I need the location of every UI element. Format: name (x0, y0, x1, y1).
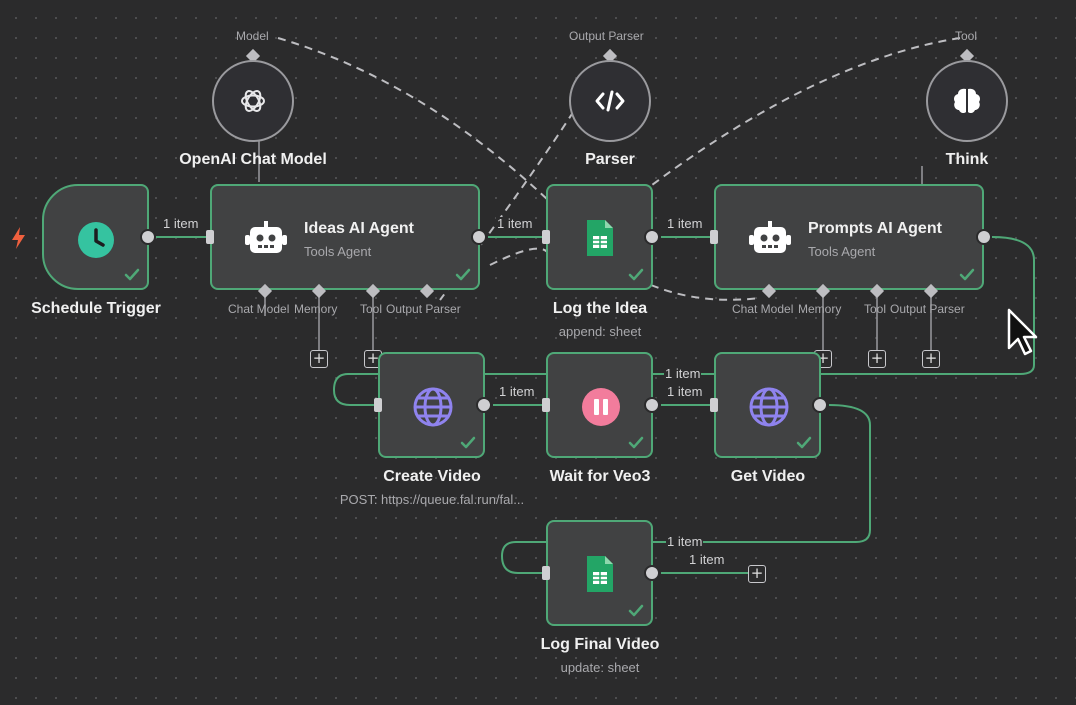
openai-chat-model-node[interactable] (212, 60, 294, 142)
ideas-port-tool: Tool (360, 302, 383, 316)
ideas-add-memory-button[interactable]: + (310, 350, 328, 368)
log-final-input-port[interactable] (542, 566, 550, 580)
success-check-icon (796, 436, 812, 449)
create-video-node[interactable] (378, 352, 485, 458)
create-video-sub: POST: https://queue.fal.run/fal... (339, 492, 525, 507)
get-video-node[interactable] (714, 352, 821, 458)
log-idea-input-port[interactable] (542, 230, 550, 244)
parser-top-label: Output Parser (569, 29, 644, 43)
ideas-port-chat-model: Chat Model (228, 302, 290, 316)
edge-label: 1 item (498, 384, 536, 399)
think-top-label: Tool (955, 29, 978, 43)
get-video-output-port[interactable] (812, 397, 828, 413)
dashed-log-idea-lower (650, 284, 761, 301)
schedule-trigger-label: Schedule Trigger (31, 300, 161, 317)
ideas-agent-output-port[interactable] (471, 229, 487, 245)
globe-icon (412, 386, 454, 428)
wait-output-port[interactable] (644, 397, 660, 413)
ideas-port-memory: Memory (294, 302, 338, 316)
openai-chat-model-label: OpenAI Chat Model (179, 151, 327, 168)
wait-for-veo3-label: Wait for Veo3 (549, 468, 651, 485)
wait-for-veo3-node[interactable] (546, 352, 653, 458)
pause-icon (581, 387, 621, 427)
log-idea-output-port[interactable] (644, 229, 660, 245)
success-check-icon (455, 268, 471, 281)
clock-icon (76, 220, 116, 260)
success-check-icon (460, 436, 476, 449)
success-check-icon (628, 604, 644, 617)
dashed-think-to-log-idea (651, 37, 961, 186)
ideas-port-output-parser: Output Parser (386, 302, 461, 316)
think-node[interactable] (926, 60, 1008, 142)
openai-top-label: Model (236, 29, 269, 43)
prompts-agent-input-port[interactable] (710, 230, 718, 244)
schedule-trigger-output-port[interactable] (140, 229, 156, 245)
prompts-port-chat-model: Chat Model (732, 302, 794, 316)
parser-label: Parser (585, 151, 635, 168)
prompts-port-tool: Tool (864, 302, 887, 316)
parser-node[interactable] (569, 60, 651, 142)
log-final-video-sub: update: sheet (560, 660, 640, 675)
success-check-icon (959, 268, 975, 281)
prompts-agent-subtitle: Tools Agent (808, 244, 876, 259)
create-video-label: Create Video (383, 468, 481, 485)
log-the-idea-label: Log the Idea (552, 300, 648, 317)
think-label: Think (945, 151, 989, 168)
mouse-cursor-icon (1007, 308, 1038, 356)
get-video-label: Get Video (730, 468, 806, 485)
sheets-icon (585, 554, 615, 594)
edge-label: 1 item (162, 216, 200, 231)
edge-label: 1 item (666, 216, 704, 231)
ideas-ai-agent-node[interactable]: Ideas AI Agent Tools Agent (210, 184, 480, 290)
ideas-agent-title: Ideas AI Agent (304, 220, 414, 237)
code-icon (595, 90, 625, 112)
prompts-port-output-parser: Output Parser (890, 302, 965, 316)
dashed-model-to-log-idea (277, 37, 549, 201)
log-the-idea-sub: append: sheet (558, 324, 642, 339)
brain-icon (954, 88, 980, 114)
dashed-log-idea-to-prompts-chat (489, 247, 551, 271)
success-check-icon (124, 268, 140, 281)
trigger-bolt-icon (12, 227, 25, 249)
schedule-trigger-node[interactable] (42, 184, 149, 290)
ideas-agent-subtitle: Tools Agent (304, 244, 372, 259)
globe-icon (748, 386, 790, 428)
prompts-add-tool-button[interactable]: + (868, 350, 886, 368)
prompts-agent-title: Prompts AI Agent (808, 220, 942, 237)
create-video-output-port[interactable] (476, 397, 492, 413)
ideas-agent-input-port[interactable] (206, 230, 214, 244)
log-final-video-label: Log Final Video (540, 636, 660, 653)
log-final-video-node[interactable] (546, 520, 653, 626)
edge-label: 1 item (666, 534, 704, 549)
wait-input-port[interactable] (542, 398, 550, 412)
success-check-icon (628, 268, 644, 281)
log-the-idea-node[interactable] (546, 184, 653, 290)
add-next-node-button[interactable]: + (748, 565, 766, 583)
log-final-output-port[interactable] (644, 565, 660, 581)
get-video-input-port[interactable] (710, 398, 718, 412)
prompts-ai-agent-node[interactable]: Prompts AI Agent Tools Agent (714, 184, 984, 290)
openai-icon (241, 90, 265, 112)
prompts-port-memory: Memory (798, 302, 842, 316)
robot-icon (748, 219, 792, 259)
create-video-input-port[interactable] (374, 398, 382, 412)
sheets-icon (585, 218, 615, 258)
edge-label: 1 item (664, 366, 702, 381)
prompts-agent-output-port[interactable] (976, 229, 992, 245)
edge-label: 1 item (666, 384, 704, 399)
edge-label: 1 item (496, 216, 534, 231)
prompts-add-output-parser-button[interactable]: + (922, 350, 940, 368)
success-check-icon (628, 436, 644, 449)
edge-label: 1 item (688, 552, 726, 567)
robot-icon (244, 219, 288, 259)
